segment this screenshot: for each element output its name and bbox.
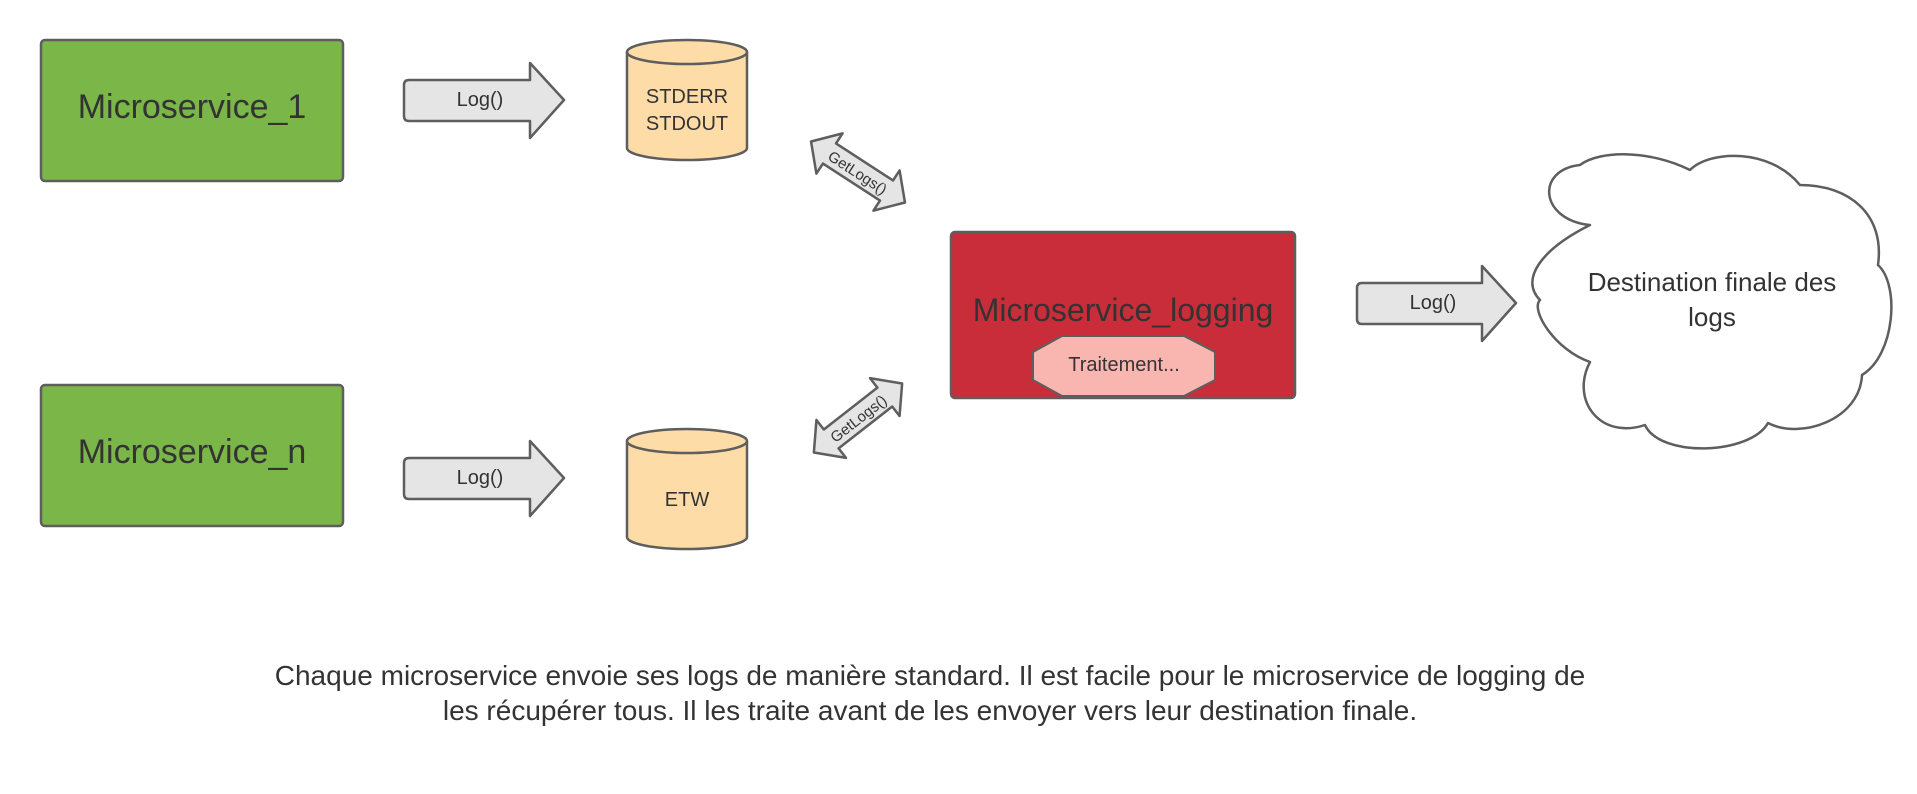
log-arrow-destination: Log() [1355,264,1518,343]
getlogs-arrow-top: GetLogs() [809,132,907,212]
microservice-n-label: Microservice_n [78,433,307,471]
caption-line-2: les récupérer tous. Il les traite avant … [442,695,1418,726]
destination-cloud: Destination finale des logs [1531,153,1893,450]
getlogs-arrow-bottom: GetLogs() [812,376,904,460]
processing-badge: Traitement... [1032,335,1216,397]
microservice-logging-node: Microservice_logging Traitement... [949,230,1297,400]
microservice-1-node: Microservice_1 [39,38,345,183]
microservice-logging-label: Microservice_logging [973,292,1274,328]
destination-label-line-1: Destination finale des [1588,267,1837,297]
stdio-store-label-stderr: STDERR [646,86,728,108]
diagram-caption: Chaque microservice envoie ses logs de m… [200,658,1660,728]
etw-store-label: ETW [665,489,710,511]
etw-store: ETW [625,427,749,551]
log-arrow-top-label: Log() [457,89,504,111]
destination-label-line-2: logs [1688,302,1736,332]
processing-badge-label: Traitement... [1068,354,1180,376]
log-arrow-bottom-label: Log() [457,467,504,489]
caption-line-1: Chaque microservice envoie ses logs de m… [274,660,1586,691]
stdio-store: STDERR STDOUT [625,38,749,162]
log-arrow-bottom: Log() [402,439,566,518]
log-arrow-top: Log() [402,61,566,140]
log-arrow-destination-label: Log() [1410,292,1457,314]
stdio-store-label-stdout: STDOUT [646,113,728,135]
microservice-n-node: Microservice_n [39,383,345,528]
microservice-1-label: Microservice_1 [78,88,307,126]
